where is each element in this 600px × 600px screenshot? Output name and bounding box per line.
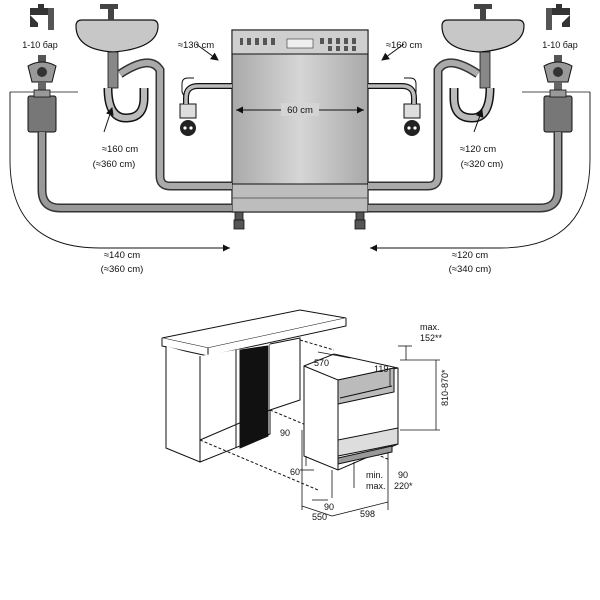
pressure-left-label: 1-10 бар (22, 40, 57, 50)
dim-220-label: 220* (394, 481, 413, 491)
power-cable-left (183, 83, 232, 104)
aquastop-right-icon (543, 89, 573, 133)
power-cable-right (368, 83, 417, 104)
width-label: 60 cm (287, 105, 313, 116)
pressure-right-label: 1-10 бар (542, 40, 577, 50)
dishwasher-front (231, 29, 369, 230)
dimension-lines (300, 345, 440, 517)
max-label: max. (420, 322, 440, 332)
dim-550-label: 550 (312, 512, 327, 522)
height-range-label: 810-870* (440, 369, 450, 406)
siphon-right-icon (449, 51, 495, 123)
dim-119-label: 119 (374, 364, 388, 374)
dishwasher-iso (303, 353, 399, 471)
drain-left-label-a: ≈160 cm (102, 144, 138, 155)
drain-left-label-b: (≈360 cm) (93, 159, 136, 170)
feet (233, 211, 366, 230)
drain-right-label-a: ≈120 cm (460, 144, 496, 155)
dim-90-right-label: 90 (398, 470, 408, 480)
dim-598-label: 598 (360, 509, 375, 519)
power-left-label: ≈130 cm (178, 40, 214, 51)
inlet-right-label-a: ≈120 cm (452, 250, 488, 261)
faucet-left-icon (30, 4, 54, 30)
countertop (161, 309, 347, 357)
inlet-right-label-b: (≈340 cm) (449, 264, 492, 275)
inlet-left-dimension (9, 92, 230, 249)
max-label-2: max. (366, 481, 386, 491)
control-panel (240, 38, 356, 51)
max-value-label: 152** (420, 333, 443, 343)
power-right-label: ≈160 cm (386, 40, 422, 51)
depth-570-label: 570 (314, 358, 329, 368)
faucet-right-icon (546, 4, 570, 30)
kitchen-cabinet (165, 337, 301, 463)
drain-hose-left (117, 58, 232, 191)
tap-valve-right-icon (543, 55, 573, 90)
power-plug-left-icon (179, 77, 197, 136)
dim-60-label: 60 (290, 467, 300, 477)
top-schematic: 60 cm 1-10 бар (9, 4, 591, 275)
inlet-right-dimension (370, 92, 591, 249)
drain-right-label-b: (≈320 cm) (461, 159, 504, 170)
aquastop-left-icon (27, 89, 57, 133)
dim-90-bottom-label: 90 (324, 502, 334, 512)
sink-right-icon (441, 4, 525, 53)
tap-valve-left-icon (27, 55, 57, 90)
sink-left-icon (75, 4, 159, 53)
power-plug-right-icon (403, 77, 421, 136)
bottom-isometric (161, 309, 440, 517)
inlet-left-label-a: ≈140 cm (104, 250, 140, 261)
width-dimension: 60 cm (236, 103, 364, 116)
bottom-labels: max. 152** 570 119 810-870* 90 60 min. m… (280, 322, 450, 522)
inlet-left-label-b: (≈360 cm) (101, 264, 144, 275)
min-label: min. (366, 470, 383, 480)
dim-90-left-label: 90 (280, 428, 290, 438)
